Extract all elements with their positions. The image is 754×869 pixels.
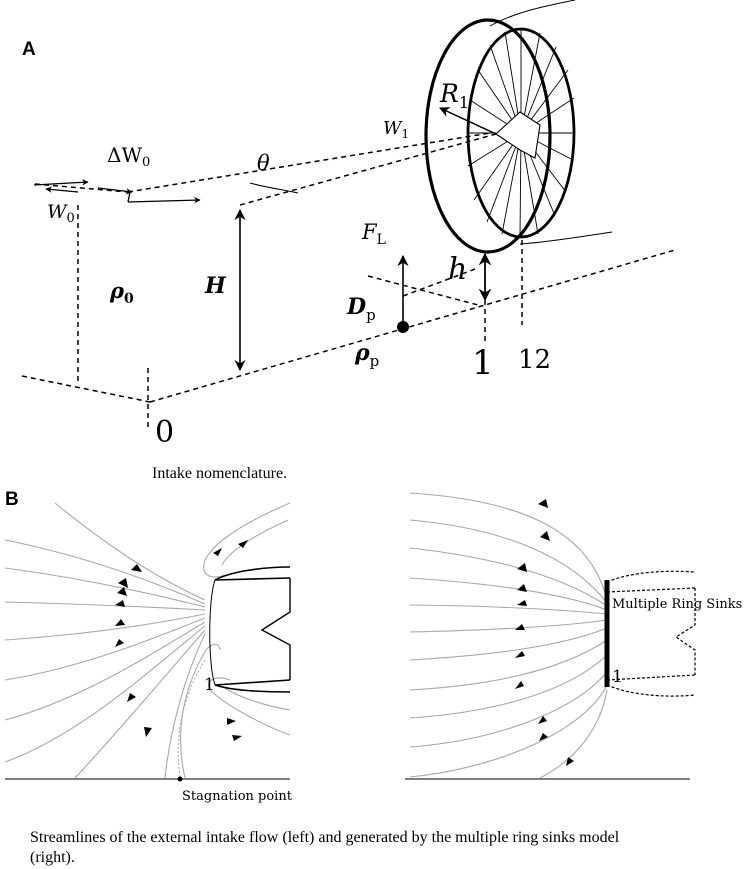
right-station-label: 1 (612, 667, 623, 687)
label-fl: FL (361, 220, 386, 248)
label-w1: W1 (383, 118, 409, 141)
panel-b: B (4, 489, 742, 866)
dw0-arrow-1 (97, 187, 133, 195)
label-station-12: 12 (518, 345, 551, 375)
dw0-arrow-2 (127, 196, 201, 204)
ground-line-left (21, 375, 151, 403)
panel-b-caption-line2: (right). (30, 849, 75, 866)
nacelle-bottom-curve (519, 231, 613, 245)
left-streamline-arrows (115, 540, 248, 741)
w0-arrow-top (33, 179, 89, 186)
panel-a-caption: Intake nomenclature. (152, 465, 287, 482)
sink-nacelle-outline (606, 570, 696, 697)
sinks-label: Multiple Ring Sinks (612, 597, 742, 612)
label-w0: W0 (47, 201, 75, 226)
left-streamlines (4, 502, 291, 779)
left-streamline-plot: 1 Stagnation point (4, 502, 293, 804)
right-streamline-plot: 1 Multiple Ring Sinks (405, 492, 742, 780)
label-station-0: 0 (155, 415, 174, 450)
label-h-small: h (448, 252, 467, 287)
ground-line-right (149, 249, 676, 403)
label-dp: Dp (346, 294, 376, 324)
panel-a-letter: A (22, 39, 36, 60)
right-streamlines (409, 492, 608, 779)
h-top-line (239, 133, 497, 206)
left-station-label: 1 (204, 675, 215, 695)
dp-line-1 (367, 275, 479, 306)
freestream-lines (33, 132, 497, 206)
panel-a: A (21, 0, 676, 482)
label-theta: θ (257, 151, 270, 175)
label-rho0: ρ0 (109, 278, 134, 307)
label-station-1: 1 (472, 343, 494, 383)
panel-b-letter: B (5, 489, 19, 510)
theta-arc (249, 182, 299, 194)
label-rhop: ρp (354, 340, 379, 370)
ground-lines (21, 205, 676, 428)
intake-drawing (424, 0, 613, 254)
label-r1: R1 (439, 79, 469, 112)
dp-line-2 (402, 267, 479, 297)
label-h-big: H (204, 273, 227, 299)
right-streamline-arrows (515, 499, 574, 766)
w0-arrow-back (45, 186, 79, 193)
spinner-hub (495, 111, 541, 159)
intake-cross-section (209, 566, 291, 693)
panel-b-caption-line1: Streamlines of the external intake flow … (30, 829, 620, 846)
stagnation-point-dot (177, 776, 183, 782)
freestream-to-intake (127, 132, 491, 193)
dw0-link (127, 191, 131, 203)
label-delta-w0: ΔW0 (107, 143, 150, 170)
intake-outer-ring (424, 18, 552, 254)
particle-dot (397, 321, 409, 333)
r1-arrow (439, 107, 497, 135)
freestream-dash-1 (34, 183, 129, 193)
panel-a-labels: ΔW0 W0 ρ0 θ H FL Dp ρp h R1 W1 0 1 12 (47, 79, 551, 450)
stagnation-label: Stagnation point (182, 789, 293, 804)
particle (367, 254, 479, 333)
